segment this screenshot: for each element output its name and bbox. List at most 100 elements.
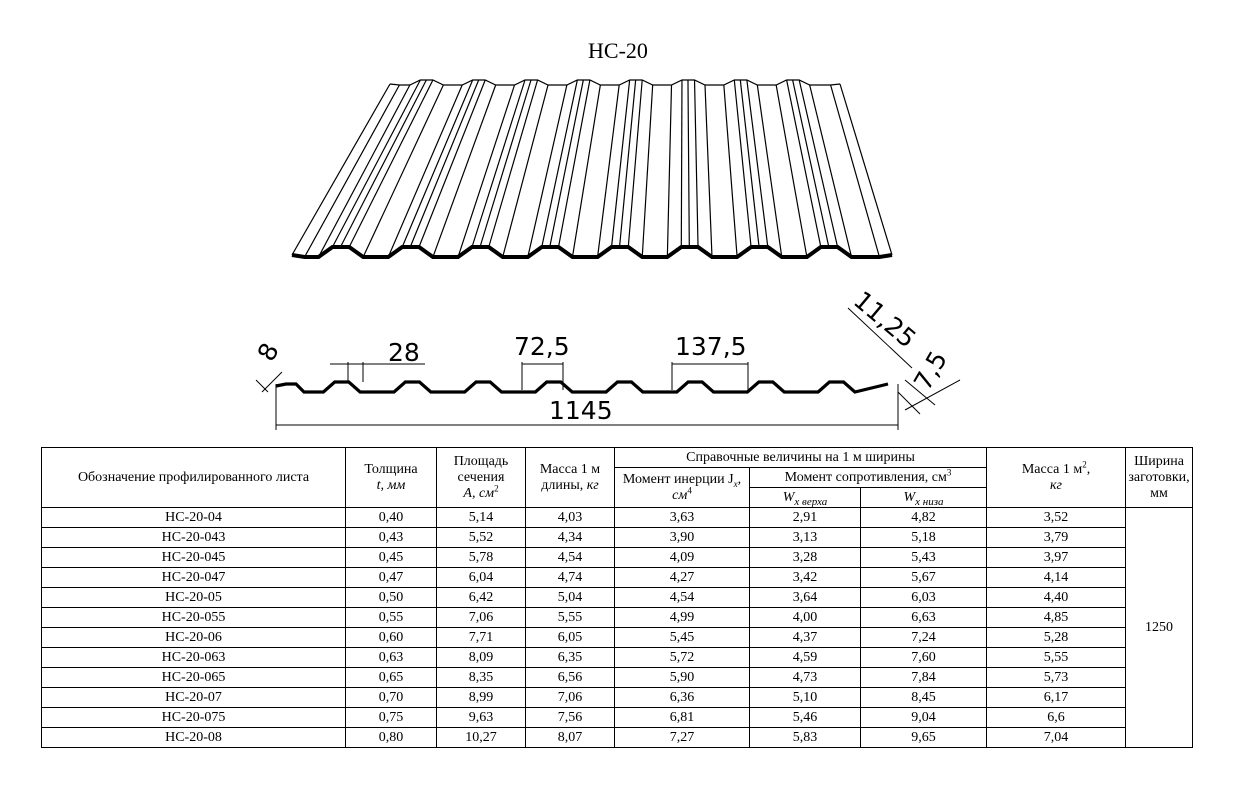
sheet-rib-shade-line (618, 79, 637, 248)
sheet-rib-line (387, 84, 463, 258)
table-cell: 4,27 (614, 567, 750, 588)
sheet-rib-line (331, 79, 421, 248)
sheet-front-edge (291, 245, 893, 259)
table-cell: НС-20-045 (41, 547, 346, 568)
sheet-rib-line (471, 79, 526, 248)
dimension-lines (255, 307, 961, 430)
sheet-rib-shade-line (549, 79, 584, 248)
header-w-bottom: Wx низа (859, 487, 988, 508)
table-cell: 6,36 (614, 687, 750, 708)
table-cell: 5,18 (859, 527, 988, 548)
table-cell: 4,40 (986, 587, 1127, 608)
sheet-rib-shade-line (687, 79, 690, 248)
sheet-rib-line (775, 84, 808, 258)
header-designation: Обозначение профилированного листа (41, 447, 346, 508)
table-cell: 7,04 (986, 727, 1127, 748)
header-mass-m2: Масса 1 м2, кг (986, 447, 1127, 508)
sheet-rib-line (756, 84, 783, 258)
sheet-perspective-drawing: 8 28 72,5 137,5 1145 11,25 7,5 (252, 79, 961, 430)
table-cell: 5,73 (986, 667, 1127, 688)
table-cell: 9,65 (859, 727, 988, 748)
table-cell: 6,03 (859, 587, 988, 608)
table-cell: 6,56 (525, 667, 615, 688)
sheet-rib-line (627, 79, 643, 248)
header-inertia: Момент инерции Jx, см4 (614, 467, 750, 508)
table-cell: 5,46 (749, 707, 861, 728)
table-cell: НС-20-063 (41, 647, 346, 668)
sheet-rib-line (362, 84, 444, 258)
table-cell: 7,27 (614, 727, 750, 748)
table-cell: 5,04 (525, 587, 615, 608)
table-cell: 3,52 (986, 507, 1127, 528)
sheet-rib-shade-line (339, 79, 427, 248)
table-cell: 0,63 (345, 647, 437, 668)
table-cell: 5,14 (436, 507, 526, 528)
table-cell: 9,04 (859, 707, 988, 728)
table-cell: 0,75 (345, 707, 437, 728)
table-cell: 4,73 (749, 667, 861, 688)
table-cell: 5,90 (614, 667, 750, 688)
specification-table: Обозначение профилированного листа Толщи… (41, 447, 1194, 748)
table-cell: 4,37 (749, 627, 861, 648)
table-cell: 5,83 (749, 727, 861, 748)
table-cell: 0,43 (345, 527, 437, 548)
table-cell: НС-20-05 (41, 587, 346, 608)
blank-width-value: 1250 (1125, 507, 1194, 748)
table-cell: НС-20-06 (41, 627, 346, 648)
sheet-rib-shade-line (792, 79, 830, 248)
sheet-rib-line (809, 84, 853, 258)
sheet-rib-line (666, 84, 673, 258)
table-cell: 4,00 (749, 607, 861, 628)
sheet-rib-line (488, 79, 539, 248)
table-cell: НС-20-075 (41, 707, 346, 728)
table-cell: 4,85 (986, 607, 1127, 628)
dim-1145: 1145 (549, 396, 613, 425)
page-title: НС-20 (588, 38, 648, 63)
dim-72-5: 72,5 (514, 332, 570, 361)
table-cell: 8,07 (525, 727, 615, 748)
table-cell: НС-20-055 (41, 607, 346, 628)
table-cell: НС-20-065 (41, 667, 346, 688)
table-cell: НС-20-047 (41, 567, 346, 588)
sheet-rib-line (680, 79, 683, 248)
sheet-rib-line (541, 79, 578, 248)
table-cell: 0,50 (345, 587, 437, 608)
sheet-perspective (291, 79, 893, 259)
sheet-rib-line (317, 84, 411, 258)
table-cell: 7,71 (436, 627, 526, 648)
sheet-rib-line (348, 79, 434, 248)
table-cell: 2,91 (749, 507, 861, 528)
table-cell: 4,82 (859, 507, 988, 528)
table-cell: 8,09 (436, 647, 526, 668)
table-cell: 0,60 (345, 627, 437, 648)
sheet-rib-line (304, 84, 400, 258)
sheet-rib-line (596, 84, 620, 258)
table-cell: 5,10 (749, 687, 861, 708)
table-cell: 4,09 (614, 547, 750, 568)
table-cell: НС-20-08 (41, 727, 346, 748)
table-cell: 0,40 (345, 507, 437, 528)
dim-line-11-25 (847, 307, 913, 369)
sheet-back-edge (389, 79, 841, 86)
dim-11-25: 11,25 (848, 285, 921, 353)
table-cell: 3,13 (749, 527, 861, 548)
table-cell: 6,04 (436, 567, 526, 588)
table-cell: 7,24 (859, 627, 988, 648)
table-cell: 3,28 (749, 547, 861, 568)
header-mass: Масса 1 м длины, кг (525, 447, 615, 508)
dim-line-7-5 (904, 379, 936, 406)
sheet-rib-line (401, 79, 474, 248)
table-cell: 4,99 (614, 607, 750, 628)
table-cell: 9,63 (436, 707, 526, 728)
dim-137-5: 137,5 (675, 332, 747, 361)
sheet-rib-line (557, 79, 591, 248)
sheet-rib-line (457, 84, 516, 258)
